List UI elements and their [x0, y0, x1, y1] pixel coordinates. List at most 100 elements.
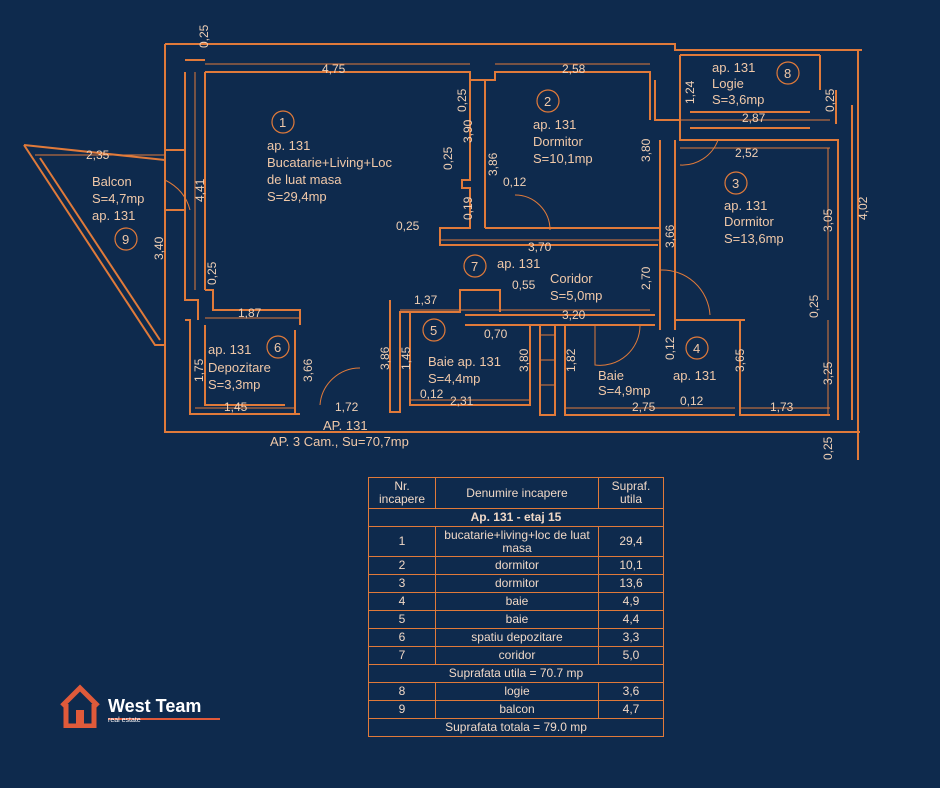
room-label: Logie [712, 76, 744, 91]
room-label: ap. 131 [497, 256, 540, 271]
table-cell: logie [435, 682, 599, 701]
dim-label: 0,25 [823, 88, 837, 112]
dim-label: 0,25 [205, 261, 219, 285]
floor-plan-drawing: 0,25 4,75 2,58 1,24 0,25 2,87 2,52 2,35 … [23, 24, 870, 460]
room-label: Bucatarie+Living+Loc [267, 155, 393, 170]
room-label: S=3,6mp [712, 92, 764, 107]
room-label: Baie [598, 368, 624, 383]
dim-label: 3,20 [562, 308, 586, 322]
dim-label: 0,25 [807, 294, 821, 318]
room-label: Depozitare [208, 360, 271, 375]
table-section-row: Ap. 131 - etaj 15 [368, 508, 664, 527]
room-number: 1 [279, 115, 286, 130]
room-label: Baie ap. 131 [428, 354, 501, 369]
room-label: ap. 131 [673, 368, 716, 383]
dim-label: 3,70 [528, 240, 552, 254]
dim-label: 3,25 [821, 361, 835, 385]
table-header: Denumire incapere [435, 477, 599, 509]
dim-label: 3,86 [378, 346, 392, 370]
dim-label: 0,25 [396, 219, 420, 233]
room-label: de luat masa [267, 172, 342, 187]
room-label: S=13,6mp [724, 231, 784, 246]
table-section: Ap. 131 - etaj 15 [368, 508, 664, 527]
table-total: Suprafata totala = 79.0 mp [368, 718, 664, 737]
table-cell: 4 [368, 592, 436, 611]
dim-label: 2,58 [562, 62, 586, 76]
room-number: 9 [122, 232, 129, 247]
dim-label: 0,12 [503, 175, 527, 189]
table-subtotal-row: Suprafata utila = 70.7 mp [368, 664, 664, 683]
room-number: 8 [784, 66, 791, 81]
room-labels: ap. 131 Bucatarie+Living+Loc de luat mas… [92, 60, 784, 449]
table-cell: 13,6 [598, 574, 664, 593]
table-cell: 2 [368, 556, 436, 575]
table-cell: 9 [368, 700, 436, 719]
table-cell: baie [435, 610, 599, 629]
table-cell: balcon [435, 700, 599, 719]
table-cell: 5,0 [598, 646, 664, 665]
dim-label: 1,75 [192, 358, 206, 382]
dim-label: 2,31 [450, 394, 474, 408]
area-table: Nr. incapere Denumire incapere Supraf. u… [368, 477, 664, 737]
table-cell: 6 [368, 628, 436, 647]
dim-label: 0,25 [821, 436, 835, 460]
dim-label: 4,02 [856, 196, 870, 220]
table-cell: 4,4 [598, 610, 664, 629]
table-total-row: Suprafata totala = 79.0 mp [368, 718, 664, 737]
room-label: Dormitor [533, 134, 584, 149]
logo: West Team real estate [58, 684, 228, 728]
dimension-labels: 0,25 4,75 2,58 1,24 0,25 2,87 2,52 2,35 … [86, 24, 870, 460]
room-label: ap. 131 [724, 198, 767, 213]
dim-label: 2,75 [632, 400, 656, 414]
dim-label: 0,25 [441, 146, 455, 170]
dim-label: 3,40 [152, 236, 166, 260]
dimension-lines [35, 63, 830, 415]
dim-label: 1,45 [399, 346, 413, 370]
room-label: ap. 131 [92, 208, 135, 223]
house-icon [60, 684, 100, 728]
room-label: S=3,3mp [208, 377, 260, 392]
table-subtotal: Suprafata utila = 70.7 mp [368, 664, 664, 683]
room-label: Balcon [92, 174, 132, 189]
table-cell: 4,7 [598, 700, 664, 719]
room-label: S=10,1mp [533, 151, 593, 166]
dim-label: 0,12 [420, 387, 444, 401]
footer-label: AP. 131 [323, 418, 368, 433]
table-cell: dormitor [435, 574, 599, 593]
walls [23, 43, 862, 460]
table-header: Nr. incapere [368, 477, 436, 509]
room-number: 3 [732, 176, 739, 191]
dim-label: 0,55 [512, 278, 536, 292]
room-label: ap. 131 [208, 342, 251, 357]
dim-label: 1,87 [238, 306, 262, 320]
dim-label: 1,45 [224, 400, 248, 414]
footer-label: AP. 3 Cam., Su=70,7mp [270, 434, 409, 449]
room-number: 2 [544, 94, 551, 109]
room-label: S=4,9mp [598, 383, 650, 398]
room-label: S=5,0mp [550, 288, 602, 303]
dim-label: 1,72 [335, 400, 359, 414]
table-cell: spatiu depozitare [435, 628, 599, 647]
room-label: ap. 131 [533, 117, 576, 132]
table-cell: dormitor [435, 556, 599, 575]
dim-label: 0,19 [461, 196, 475, 220]
dim-label: 2,35 [86, 148, 110, 162]
table-cell: 3,3 [598, 628, 664, 647]
room-label: S=29,4mp [267, 189, 327, 204]
dim-label: 1,82 [564, 348, 578, 372]
dim-label: 1,24 [683, 80, 697, 104]
table-cell: 5 [368, 610, 436, 629]
table-cell: 3 [368, 574, 436, 593]
table-cell: 7 [368, 646, 436, 665]
dim-label: 3,90 [461, 119, 475, 143]
dim-label: 0,70 [484, 327, 508, 341]
dim-label: 2,87 [742, 111, 766, 125]
